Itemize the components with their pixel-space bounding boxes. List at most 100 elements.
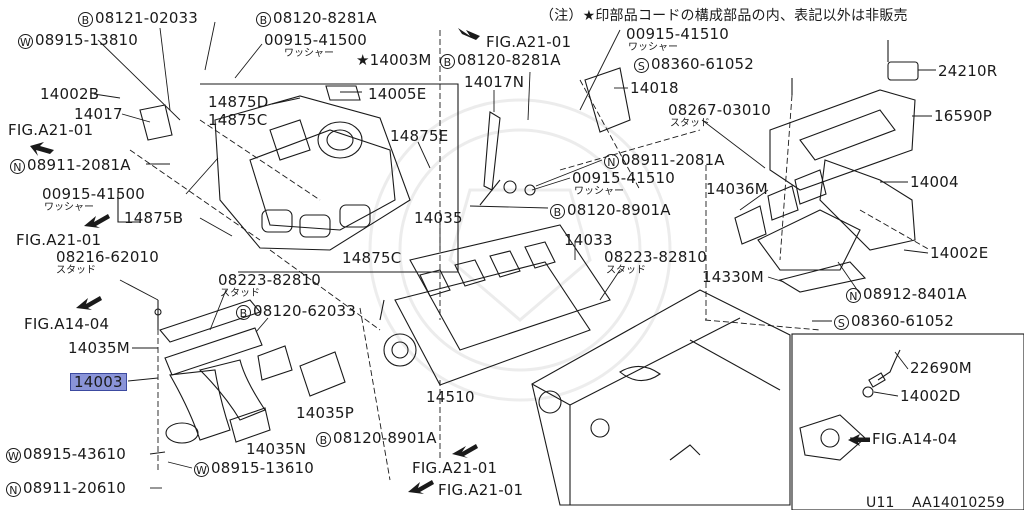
washer-mark-w: W <box>6 448 21 463</box>
part-label-14017: 14017 <box>74 105 123 123</box>
part-label-14875b: 14875B <box>124 209 184 227</box>
part-label-14003m: ★14003M <box>356 51 432 69</box>
intake-manifold <box>214 85 411 251</box>
washer-note-4: ワッシャー <box>574 186 624 197</box>
part-label-14875d: 14875D <box>208 93 269 111</box>
part-label-00915-41500-top: 00915-41500 <box>264 31 368 49</box>
oxygen-sensor <box>799 349 901 461</box>
bolt-mark-b: B <box>440 54 455 69</box>
washer-mark-w: W <box>194 462 209 477</box>
screw-mark-s: S <box>634 58 649 73</box>
nut-mark-n: N <box>846 288 861 303</box>
washer-note-3: ワッシャー <box>628 42 678 53</box>
part-label-00915-41510-mid: 00915-41510 <box>572 169 676 187</box>
part-number: 08915-13610 <box>211 459 315 477</box>
part-number: 08912-8401A <box>863 285 967 303</box>
part-label-14510: 14510 <box>426 388 475 406</box>
part-number: 08120-8281A <box>273 9 377 27</box>
engine-block <box>531 289 791 506</box>
part-number: 08120-8901A <box>567 201 671 219</box>
screw-mark-s: S <box>834 315 849 330</box>
nut-mark-n: N <box>6 482 21 497</box>
part-label-14036m: 14036M <box>706 180 768 198</box>
fig-ref-a14-left[interactable]: FIG.A14-04 <box>24 315 110 333</box>
part-number: 08911-20610 <box>23 479 127 497</box>
part-number: 08120-8281A <box>457 51 561 69</box>
sensor-inset-frame <box>791 333 1024 510</box>
part-number: 08915-43610 <box>23 445 127 463</box>
part-label-08216-62010: 08216-62010 <box>56 248 160 266</box>
footer-model: U11 <box>866 495 895 510</box>
part-label-14330m: 14330M <box>702 268 764 286</box>
part-label-00915-41510-top: 00915-41510 <box>626 25 730 43</box>
part-label-14035n: 14035N <box>246 440 307 458</box>
part-label-08267-03010: 08267-03010 <box>668 101 772 119</box>
part-label-14035p: 14035P <box>296 404 354 422</box>
intake-manifold-frame <box>200 83 459 273</box>
washer-note-1: ワッシャー <box>284 48 334 59</box>
fig-ref-a21-left-lower[interactable]: FIG.A21-01 <box>16 231 102 249</box>
part-number: 08120-62033 <box>253 302 357 320</box>
part-label-00915-41500-mid: 00915-41500 <box>42 185 146 203</box>
part-label-24210r: 24210R <box>938 62 998 80</box>
part-label-14035m: 14035M <box>68 339 130 357</box>
leader-lines <box>93 21 936 489</box>
part-number: 08911-2081A <box>27 156 131 174</box>
cylinder-head <box>383 224 611 386</box>
part-number: 08911-2081A <box>621 151 725 169</box>
part-label-14005e: 14005E <box>368 85 427 103</box>
fig-ref-a21-left-upper[interactable]: FIG.A21-01 <box>8 121 94 139</box>
bolt-mark-b: B <box>236 305 251 320</box>
parts-note: （注）★印部品コードの構成部品の内、表記以外は非販売 <box>540 8 908 24</box>
part-label-08223-82810-b: 08223-82810 <box>604 248 708 266</box>
part-label-14003-highlighted[interactable]: 14003 <box>70 373 127 391</box>
part-label-14002e: 14002E <box>930 244 989 262</box>
part-label-14033: 14033 <box>564 231 613 249</box>
part-label-22690m: 22690M <box>910 359 972 377</box>
part-number: 08120-8901A <box>333 429 437 447</box>
part-label-14004: 14004 <box>910 173 959 191</box>
part-label-14875c-b: 14875C <box>342 249 402 267</box>
watermark-seal <box>368 98 672 402</box>
fig-ref-a21-bottom-lower[interactable]: FIG.A21-01 <box>438 481 524 499</box>
dashed-lines <box>129 30 931 481</box>
part-number: 08360-61052 <box>651 55 755 73</box>
reference-arrows <box>30 28 870 494</box>
fig-ref-a14-inset[interactable]: FIG.A14-04 <box>872 430 958 448</box>
fig-ref-a21-bottom-upper[interactable]: FIG.A21-01 <box>412 459 498 477</box>
part-label-14875c: 14875C <box>208 111 268 129</box>
intake-frame-left <box>117 190 140 223</box>
part-label-14002d: 14002D <box>900 387 961 405</box>
fig-ref-a21-top[interactable]: FIG.A21-01 <box>486 33 572 51</box>
bolt-mark-b: B <box>256 12 271 27</box>
exhaust-manifold-right <box>734 40 919 293</box>
bolt-mark-b: B <box>550 204 565 219</box>
part-number: 08121-02033 <box>95 9 199 27</box>
part-label-16590p: 16590P <box>934 107 992 125</box>
part-label-14035: 14035 <box>414 209 463 227</box>
part-label-14018: 14018 <box>630 79 679 97</box>
nut-mark-n: N <box>604 154 619 169</box>
part-label-08223-82810-a: 08223-82810 <box>218 271 322 289</box>
stud-note-2: スタッド <box>220 288 260 299</box>
washer-mark-w: W <box>18 34 33 49</box>
part-label-14002b: 14002B <box>40 85 100 103</box>
part-number: 08915-13810 <box>35 31 139 49</box>
